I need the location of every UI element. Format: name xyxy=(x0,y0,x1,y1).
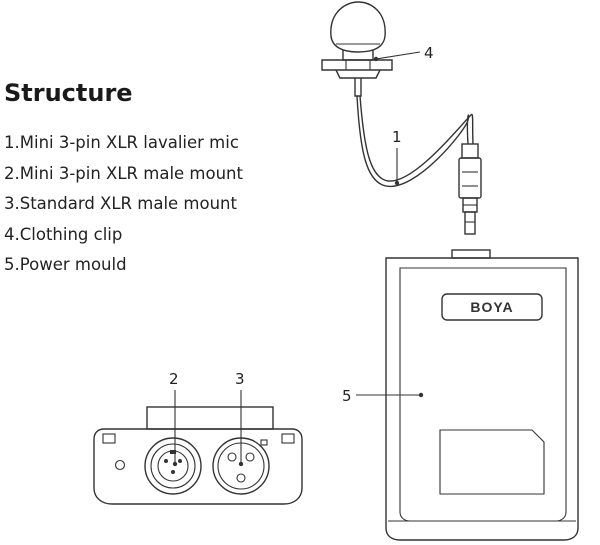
parts-list: 1.Mini 3-pin XLR lavalier mic 2.Mini 3-p… xyxy=(4,128,243,281)
callout-2: 2 xyxy=(169,370,179,467)
brand-badge: BOYA xyxy=(441,293,543,321)
structure-title: Structure xyxy=(4,79,133,107)
mount-plate xyxy=(93,406,303,505)
part-item-4: 4.Clothing clip xyxy=(4,224,123,244)
callout-1: 1 xyxy=(392,128,402,186)
part-item-1: 1.Mini 3-pin XLR lavalier mic xyxy=(4,133,239,152)
clothing-clip xyxy=(321,59,393,79)
svg-text:3: 3 xyxy=(235,370,245,388)
callout-5: 5 xyxy=(342,387,424,405)
mini-xlr-mount xyxy=(144,437,202,495)
callout-4: 4 xyxy=(373,44,434,62)
svg-text:1: 1 xyxy=(392,128,402,146)
part-item-2: 2.Mini 3-pin XLR male mount xyxy=(4,163,243,183)
svg-text:5: 5 xyxy=(342,387,352,405)
callout-3: 3 xyxy=(235,370,245,467)
svg-text:4: 4 xyxy=(424,44,434,62)
part-item-5: 5.Power mould xyxy=(4,255,127,274)
svg-text:2: 2 xyxy=(169,370,179,388)
power-mould: BOYA xyxy=(385,249,579,541)
part-item-3: 3.Standard XLR male mount xyxy=(4,194,237,213)
lavalier-mic xyxy=(321,1,482,235)
brand-label: BOYA xyxy=(470,299,513,315)
